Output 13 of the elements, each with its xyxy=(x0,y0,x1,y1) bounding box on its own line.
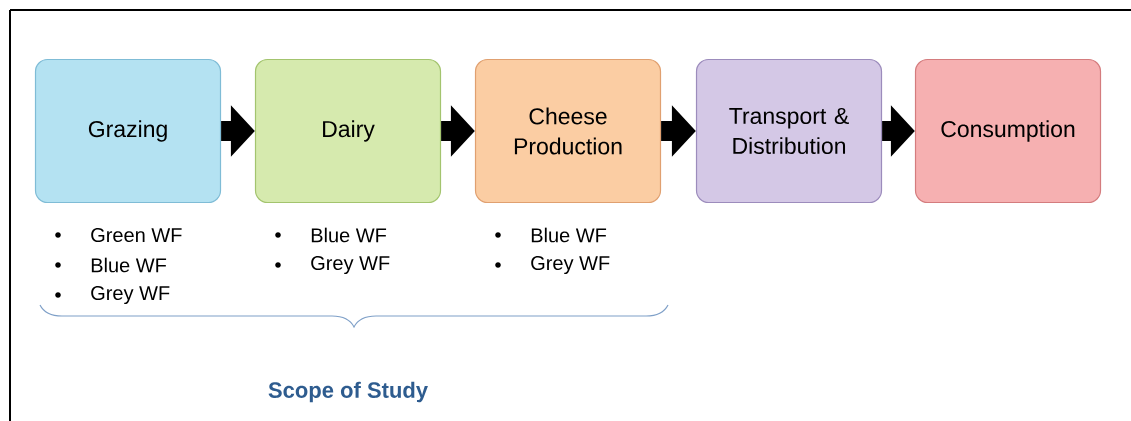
bullet-item: Green WF xyxy=(55,227,182,243)
bullet-item: Blue WF xyxy=(495,227,607,243)
process-box: Transport & Distribution xyxy=(695,58,883,204)
bullet-item: Blue WF xyxy=(275,227,387,243)
bullet-item: Grey WF xyxy=(275,255,390,275)
scope-label: Scope of Study xyxy=(268,381,428,403)
bullet-item: Blue WF xyxy=(55,257,167,273)
bullet-item: Grey WF xyxy=(495,255,610,275)
bullet-item: Grey WF xyxy=(55,285,170,305)
process-box: Dairy xyxy=(254,58,442,204)
process-box: Grazing xyxy=(34,58,222,204)
process-box: Consumption xyxy=(914,58,1102,204)
process-box: Cheese Production xyxy=(474,58,662,204)
